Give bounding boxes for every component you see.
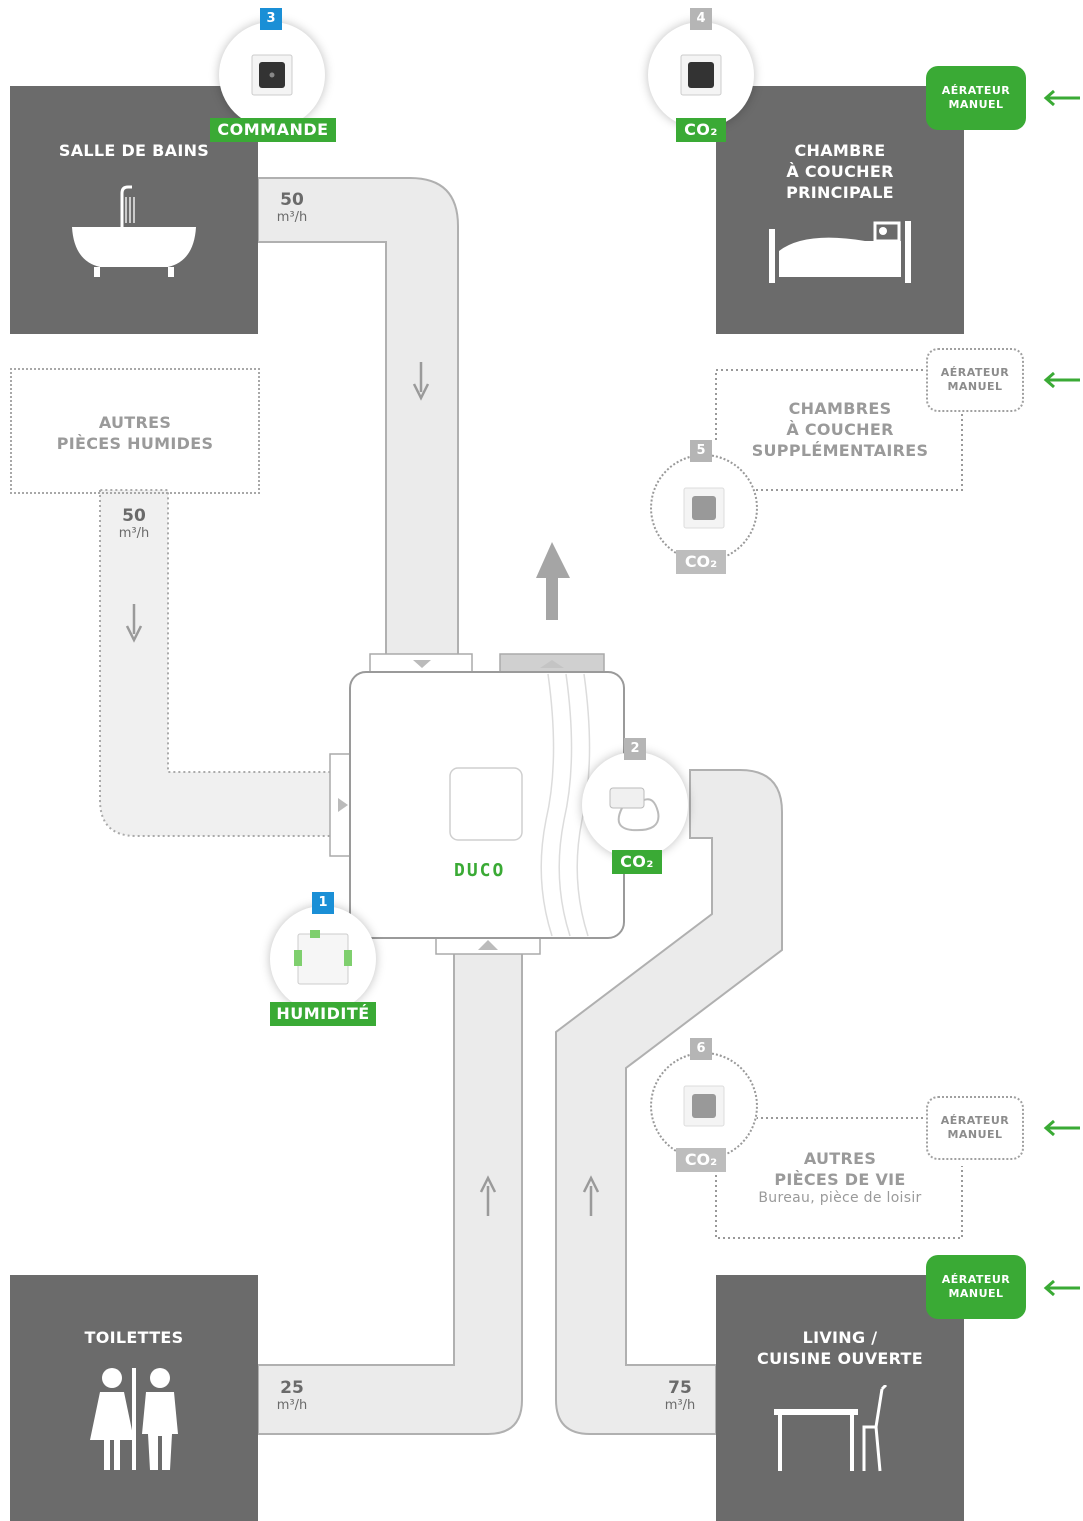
co2-sensor-module-icon xyxy=(609,787,660,832)
co2-sensor-icon xyxy=(683,487,725,529)
flow-bathroom: 50 m³/h xyxy=(262,190,322,225)
flow-toilets-unit: m³/h xyxy=(276,1398,308,1413)
co2-sensor-icon xyxy=(680,54,722,96)
table-chair-icon xyxy=(774,1383,888,1472)
room-bathroom-title: SALLE DE BAINS xyxy=(58,141,210,160)
sensor-4-number: 4 xyxy=(690,8,712,30)
sensor-2[interactable] xyxy=(582,752,688,858)
sensor-1-label: HUMIDITÉ xyxy=(270,1002,376,1026)
flow-bathroom-unit: m³/h xyxy=(276,210,308,225)
flow-wet-rooms-value: 50 xyxy=(122,506,146,526)
sensor-1-number: 1 xyxy=(312,892,334,914)
brand-logo: DUCO xyxy=(454,860,506,881)
flow-living-unit: m³/h xyxy=(664,1398,696,1413)
duct-bathroom xyxy=(257,177,459,661)
room-living: LIVING / CUISINE OUVERTE xyxy=(716,1275,964,1521)
room-other-living-subtitle: Bureau, pièce de loisir xyxy=(758,1190,922,1206)
sensor-4-label: CO₂ xyxy=(676,118,726,142)
room-other-wet-rooms: AUTRES PIÈCES HUMIDES xyxy=(10,368,260,494)
sensor-2-number: 2 xyxy=(624,738,646,760)
room-living-title: LIVING / CUISINE OUVERTE xyxy=(757,1328,923,1368)
sensor-6-number: 6 xyxy=(690,1038,712,1060)
room-extra-bedrooms: CHAMBRES À COUCHER SUPPLÉMENTAIRES xyxy=(751,399,929,460)
flow-wet-rooms: 50 m³/h xyxy=(104,506,164,541)
sensor-4[interactable] xyxy=(648,22,754,128)
sensor-6[interactable] xyxy=(650,1052,758,1160)
exhaust-arrow xyxy=(536,542,570,620)
sensor-5-number: 5 xyxy=(690,440,712,462)
room-toilets: TOILETTES xyxy=(10,1275,258,1521)
flow-bathroom-value: 50 xyxy=(280,190,304,210)
room-master-bedroom-title: CHAMBRE À COUCHER PRINCIPALE xyxy=(786,141,894,202)
sensor-5-label: CO₂ xyxy=(676,550,726,574)
humidity-sensor-icon xyxy=(294,930,352,985)
sensor-6-label: CO₂ xyxy=(676,1148,726,1172)
sensor-1[interactable] xyxy=(270,906,376,1012)
bathtub-icon xyxy=(72,185,196,277)
flow-toilets: 25 m³/h xyxy=(262,1378,322,1413)
flow-living-value: 75 xyxy=(668,1378,692,1398)
duct-wet-rooms xyxy=(99,489,333,837)
bed-icon xyxy=(769,221,911,283)
flow-wet-rooms-unit: m³/h xyxy=(118,526,150,541)
sensor-2-label: CO₂ xyxy=(612,850,662,874)
flow-living: 75 m³/h xyxy=(650,1378,710,1413)
room-master-bedroom: CHAMBRE À COUCHER PRINCIPALE xyxy=(716,86,964,334)
flow-toilets-value: 25 xyxy=(280,1378,304,1398)
restroom-icon xyxy=(90,1368,178,1470)
sensor-3[interactable] xyxy=(219,22,325,128)
room-other-wet-rooms-title: AUTRES PIÈCES HUMIDES xyxy=(56,413,214,453)
sensor-5[interactable] xyxy=(650,454,758,562)
co2-sensor-icon xyxy=(683,1085,725,1127)
room-toilets-title: TOILETTES xyxy=(84,1328,184,1347)
control-panel-icon xyxy=(251,54,293,96)
sensor-3-number: 3 xyxy=(260,8,282,30)
sensor-3-label: COMMANDE xyxy=(210,118,336,142)
room-other-living: AUTRES PIÈCES DE VIE Bureau, pièce de lo… xyxy=(730,1148,950,1206)
unit-panel xyxy=(449,767,523,841)
